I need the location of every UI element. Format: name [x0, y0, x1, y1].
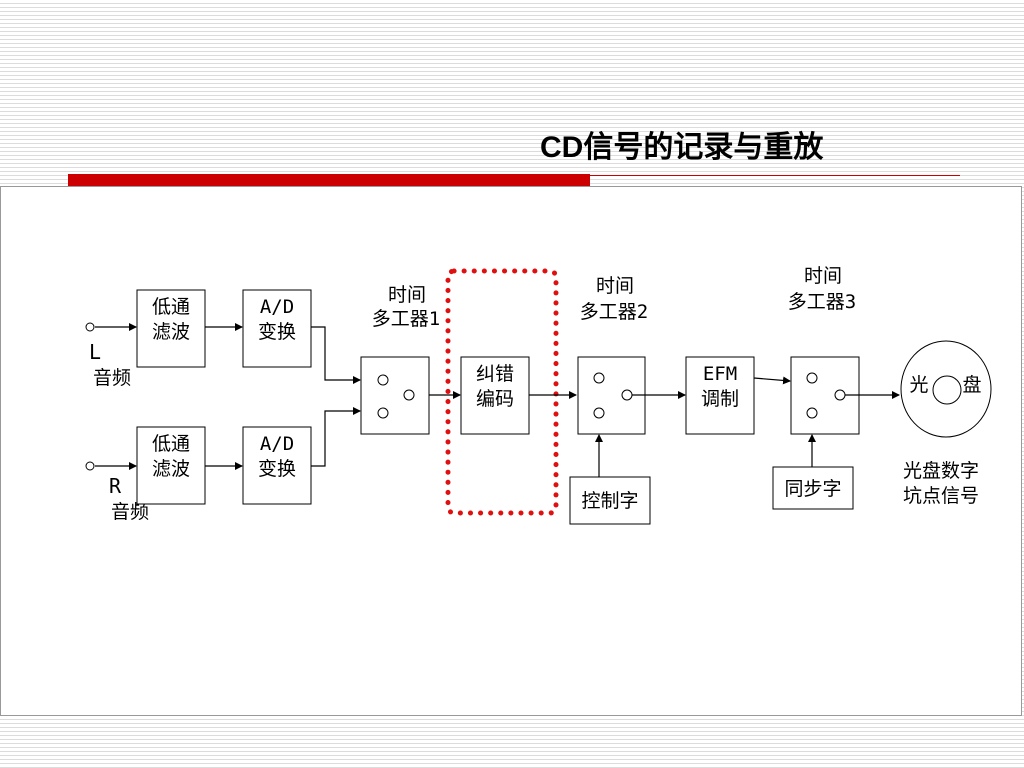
- mux1-switch-contact: [403, 389, 415, 401]
- arrow-efm-to-mux3: [753, 376, 791, 385]
- disc-label-left: 光: [909, 374, 928, 396]
- left-audio-label: 音频: [93, 367, 131, 389]
- left-channel-letter: L: [89, 340, 101, 364]
- lowpass-filter-top: [136, 289, 206, 368]
- mux1-switch-contact: [377, 374, 389, 386]
- lowpass-top-line1: 低通: [152, 296, 190, 318]
- adc-top-line1: A/D: [260, 296, 294, 318]
- adc-bottom: [242, 426, 312, 505]
- arrow-bottom-adc-to-mux1: [311, 407, 361, 467]
- sync-word-label: 同步字: [784, 478, 841, 500]
- lowpass-bottom-line2: 滤波: [152, 458, 190, 480]
- control-word-box: [569, 476, 651, 525]
- title-accent-bar: [68, 174, 590, 187]
- mux2-switch-contact: [593, 372, 605, 384]
- mux1-label-line1: 时间: [388, 284, 426, 306]
- ecc-line1: 纠错: [476, 363, 514, 385]
- control-word-label: 控制字: [581, 490, 638, 512]
- right-channel-letter: R: [109, 474, 122, 498]
- disc-caption-line1: 光盘数字: [903, 460, 979, 482]
- disc-caption-line2: 坑点信号: [903, 485, 979, 507]
- mux1-label-line2: 多工器1: [372, 308, 440, 330]
- diagram-panel: L 音频 R 音频 低通 滤波 低通 滤波 A/D 变换 A/D 变换 时间 多…: [0, 186, 1022, 716]
- adc-bottom-line2: 变换: [258, 458, 296, 480]
- disc-label-right: 盘: [962, 374, 981, 396]
- mux1-switch-contact: [377, 407, 389, 419]
- arrow-top-adc-to-mux1: [311, 326, 361, 384]
- time-multiplexer-1: [360, 356, 430, 435]
- mux3-label-line2: 多工器3: [788, 291, 856, 313]
- right-input-terminal: [85, 461, 95, 471]
- slide-title: CD信号的记录与重放: [540, 131, 824, 164]
- efm-line1: EFM: [703, 363, 737, 385]
- efm-modulator: [685, 356, 755, 435]
- adc-top-line2: 变换: [258, 321, 296, 343]
- mux3-switch-contact: [806, 372, 818, 384]
- ecc-highlight-frame: [445, 268, 559, 516]
- mux3-label-line1: 时间: [804, 265, 842, 287]
- right-audio-label: 音频: [111, 501, 149, 523]
- cd-recording-diagram: L 音频 R 音频 低通 滤波 低通 滤波 A/D 变换 A/D 变换 时间 多…: [85, 265, 992, 525]
- mux2-label-line2: 多工器2: [580, 301, 648, 323]
- lowpass-top-line2: 滤波: [152, 321, 190, 343]
- title-rule: [590, 175, 960, 176]
- mux3-switch-contact: [806, 407, 818, 419]
- efm-line2: 调制: [701, 388, 739, 410]
- adc-top: [242, 289, 312, 368]
- left-input-terminal: [85, 322, 95, 332]
- mux2-label-line1: 时间: [596, 275, 634, 297]
- lowpass-bottom-line1: 低通: [152, 433, 190, 455]
- error-correction-encoder: [460, 356, 530, 435]
- sync-word-box: [772, 466, 854, 510]
- adc-bottom-line1: A/D: [260, 433, 294, 455]
- disc-hub-icon: [932, 375, 962, 405]
- mux2-switch-contact: [593, 407, 605, 419]
- ecc-line2: 编码: [476, 388, 514, 410]
